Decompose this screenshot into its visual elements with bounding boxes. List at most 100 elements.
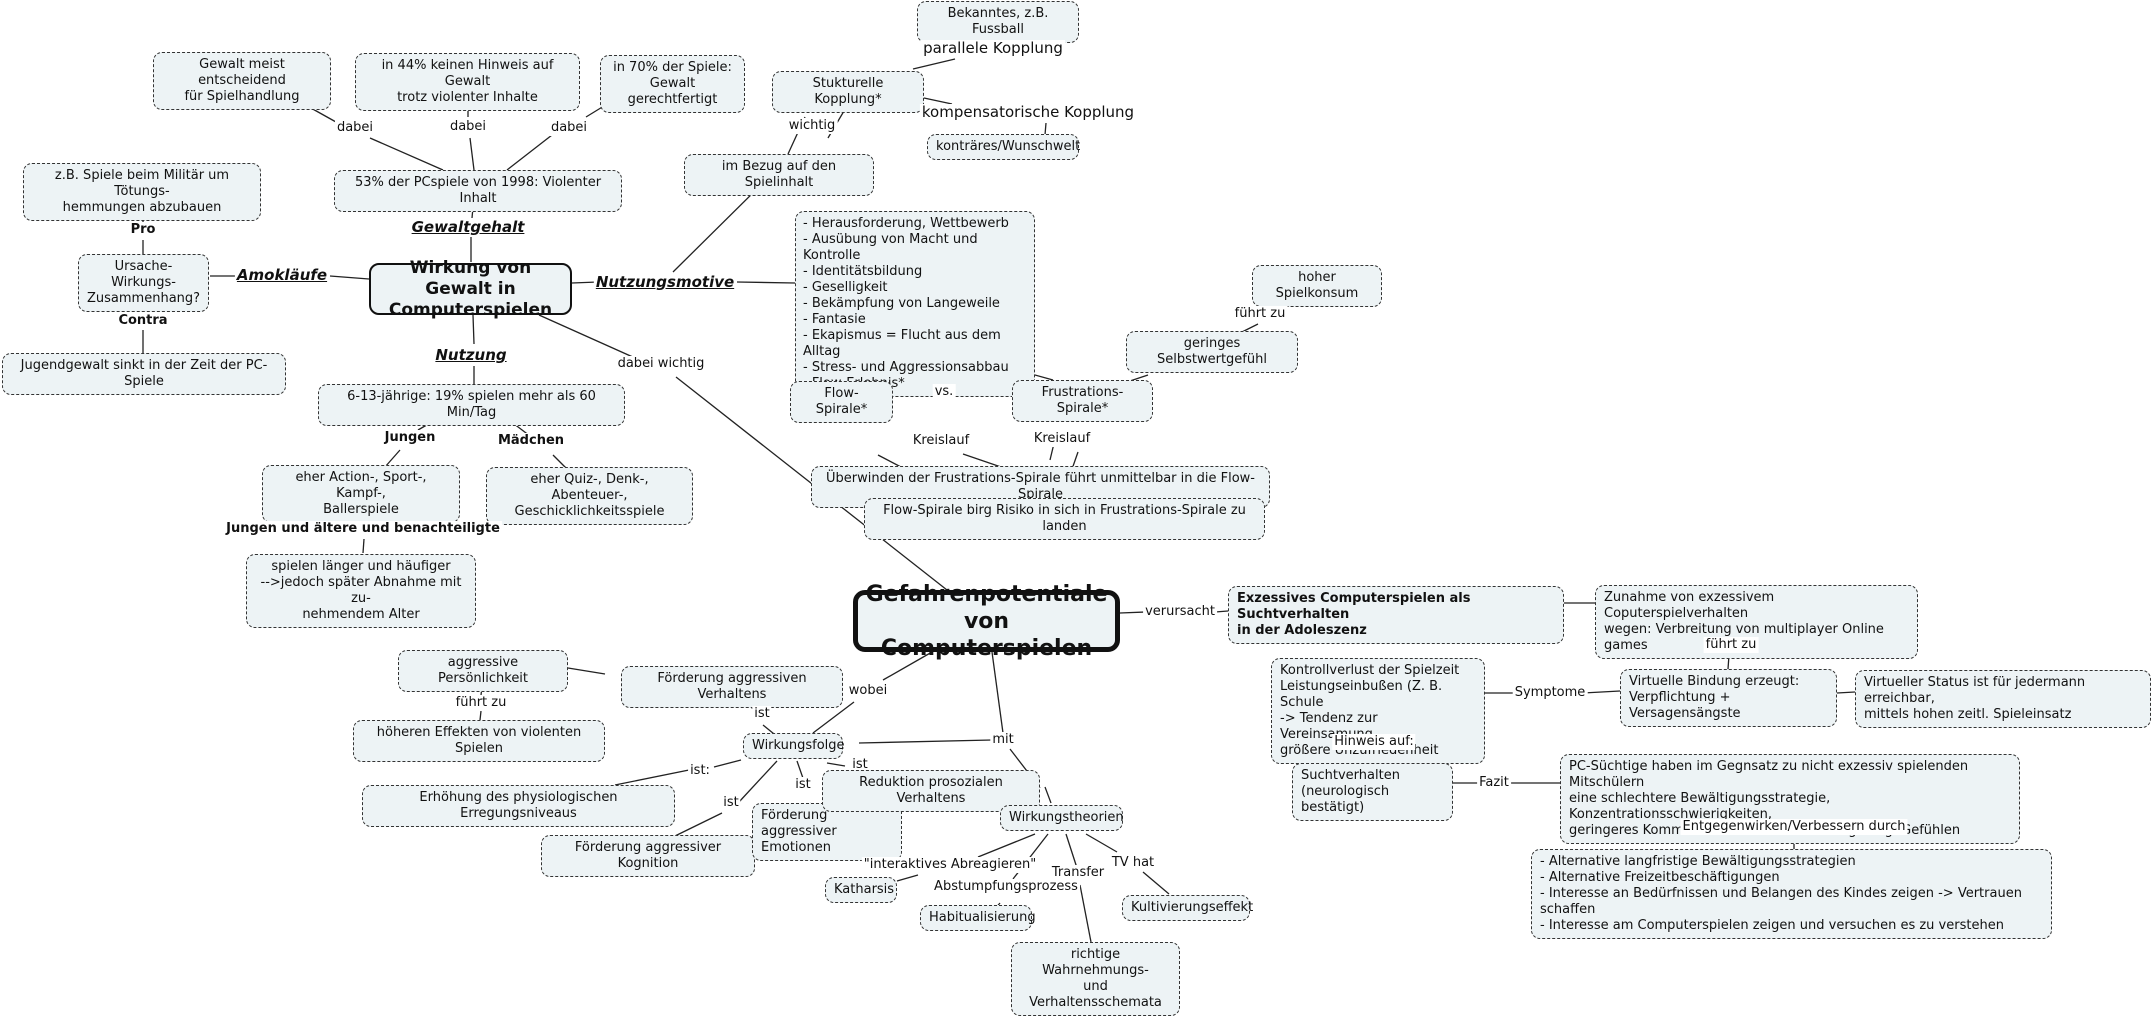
link-label-dabei: dabei [548, 120, 590, 136]
node-habitualisierung[interactable]: Habitualisierung [920, 905, 1036, 931]
node-kultivierungseffekt[interactable]: Kultivierungseffekt [1122, 895, 1253, 921]
connector [923, 97, 953, 105]
connector [713, 759, 742, 768]
node-ursache-wirkung[interactable]: Ursache-Wirkungs- Zusammenhang? [78, 254, 209, 312]
connector [858, 739, 993, 744]
node-flow-spirale[interactable]: Flow-Spirale* [790, 381, 893, 423]
node-kontraeres[interactable]: konträres/Wunschwelt [927, 134, 1080, 160]
link-label-ist: ist [850, 757, 870, 773]
node-gerechtfertigt-70[interactable]: in 70% der Spiele: Gewalt gerechtfertigt [600, 55, 745, 113]
connector [1582, 690, 1621, 694]
link-label-fuehrt-zu: führt zu [453, 695, 509, 711]
category-nutzung[interactable]: Nutzung [433, 346, 509, 364]
link-label-tv-hat: TV hat [1109, 855, 1157, 871]
connector [962, 453, 1002, 468]
connector [896, 874, 919, 882]
connector [469, 137, 475, 171]
node-gewalt-entscheidend[interactable]: Gewalt meist entscheidend für Spielhandl… [153, 52, 331, 110]
connector [369, 137, 444, 171]
link-label-jungen-aeltere: Jungen und ältere und benachteiligte [224, 521, 502, 537]
node-frustrations-spirale[interactable]: Frustrations-Spirale* [1012, 380, 1153, 422]
node-quiz-spiele[interactable]: eher Quiz-, Denk-, Abenteuer-, Geschickl… [486, 467, 693, 525]
link-label-vs: vs. [932, 384, 956, 400]
link-label-verursacht: verursacht [1143, 604, 1217, 620]
link-label-ist: ist [721, 795, 741, 811]
connector [362, 538, 365, 554]
node-erregungsniveau[interactable]: Erhöhung des physiologischen Erregungsni… [362, 785, 675, 827]
connector [1214, 610, 1229, 613]
connector [384, 449, 401, 468]
connector [506, 134, 553, 171]
node-flow-risiko[interactable]: Flow-Spirale birg Risiko in sich in Frus… [864, 498, 1265, 540]
link-label-jungen: Jungen [382, 430, 438, 446]
node-bekanntes[interactable]: Bekanntes, z.B. Fussball [917, 1, 1079, 43]
link-label-symptome: Symptome [1512, 685, 1588, 701]
link-label-dabei: dabei [334, 120, 376, 136]
node-suchtverhalten[interactable]: Suchtverhalten (neurologisch bestätigt) [1292, 763, 1453, 821]
link-label-contra: Contra [116, 313, 170, 329]
node-wahrnehmungsschemata[interactable]: richtige Wahrnehmungs- und Verhaltenssch… [1011, 942, 1180, 1016]
link-label-fuehrt-zu: führt zu [1232, 306, 1288, 322]
link-label-pro: Pro [128, 222, 158, 238]
connector [674, 812, 723, 837]
link-label-abstumpfungsprozess: Abstumpfungsprozess [932, 879, 1080, 895]
connector [614, 769, 690, 786]
node-jugendgewalt[interactable]: Jugendgewalt sinkt in der Zeit der PC-Sp… [2, 353, 286, 395]
link-label-kreislauf: Kreislauf [1031, 431, 1093, 447]
node-hoehere-effekte[interactable]: höheren Effekten von violenten Spielen [353, 720, 605, 762]
link-label-fazit: Fazit [1477, 775, 1511, 791]
link-label-mit: mit [990, 732, 1016, 748]
connector [1119, 611, 1146, 614]
node-foerderung-verhalten[interactable]: Förderung aggressiven Verhaltens [621, 666, 843, 708]
connector [738, 760, 778, 803]
connector [552, 454, 567, 469]
link-label-kompensatorische-kopplung: kompensatorische Kopplung [919, 103, 1137, 121]
link-label-parallele-kopplung: parallele Kopplung [921, 39, 1065, 57]
central-node-wirkung[interactable]: Wirkung von Gewalt in Computerspielen [369, 258, 572, 320]
link-label-kreislauf: Kreislauf [910, 433, 972, 449]
connector [329, 275, 370, 280]
node-katharsis[interactable]: Katharsis [825, 877, 897, 903]
node-pcspiele-53[interactable]: 53% der PCspiele von 1998: Violenter Inh… [334, 170, 622, 212]
connector [812, 701, 855, 734]
connector [912, 58, 956, 70]
node-action-spiele[interactable]: eher Action-, Sport-, Kampf-, Ballerspie… [262, 465, 460, 523]
node-militaer[interactable]: z.B. Spiele beim Militär um Tötungs- hem… [23, 163, 261, 221]
connector [826, 762, 846, 767]
connector [479, 710, 482, 721]
node-virtueller-status[interactable]: Virtueller Status ist für jedermann erre… [1855, 670, 2151, 728]
category-nutzungsmotive[interactable]: Nutzungsmotive [593, 273, 737, 291]
connector [672, 182, 764, 273]
node-aggressive-persoenlichkeit[interactable]: aggressive Persönlichkeit [398, 650, 568, 692]
link-label-maedchen: Mädchen [495, 433, 567, 449]
connector [977, 833, 1036, 858]
node-motive-list[interactable]: - Herausforderung, Wettbewerb - Ausübung… [795, 211, 1035, 397]
link-label-ist: ist: [688, 763, 712, 779]
link-label-dabei-wichtig: dabei wichtig [615, 356, 707, 372]
node-nutzung-6-13[interactable]: 6-13-jährige: 19% spielen mehr als 60 Mi… [318, 384, 625, 426]
central-node-gefahren[interactable]: Gefahrenpotentiale von Computerspielen [853, 582, 1120, 661]
category-amoklaeufe[interactable]: Amokläufe [234, 266, 330, 284]
connector [1241, 323, 1259, 333]
node-bezug-spielinhalt[interactable]: im Bezug auf den Spielinhalt [684, 154, 874, 196]
node-reduktion-prosozial[interactable]: Reduktion prosozialen Verhaltens [822, 770, 1040, 812]
connector [1044, 122, 1047, 136]
node-hoher-spielkonsum[interactable]: hoher Spielkonsum [1252, 265, 1382, 307]
category-gewaltgehalt[interactable]: Gewaltgehalt [409, 218, 527, 236]
node-wirkungsfolge[interactable]: Wirkungsfolge [743, 733, 845, 759]
link-label-hinweis-auf: Hinweis auf: [1332, 734, 1416, 750]
link-label-ist: ist [752, 706, 772, 722]
link-label-dabei: dabei [447, 119, 489, 135]
node-alternativen[interactable]: - Alternative langfristige Bewältigungss… [1531, 849, 2052, 939]
node-wirkungstheorien[interactable]: Wirkungstheorien [1000, 805, 1124, 831]
node-exzessiv[interactable]: Exzessives Computerspielen als Suchtverh… [1228, 586, 1564, 644]
link-label-fuehrt-zu: führt zu [1703, 637, 1759, 653]
node-laenger-haeufiger[interactable]: spielen länger und häufiger -->jedoch sp… [246, 554, 476, 628]
node-foerderung-emotionen[interactable]: Förderung aggressiver Emotionen [752, 803, 902, 861]
node-hinweis-44[interactable]: in 44% keinen Hinweis auf Gewalt trotz v… [355, 53, 580, 111]
node-foerderung-kognition[interactable]: Förderung aggressiver Kognition [541, 835, 755, 877]
node-selbstwertgefuehl[interactable]: geringes Selbstwertgefühl [1126, 331, 1298, 373]
node-strukturelle-kopplung[interactable]: Stukturelle Kopplung* [772, 71, 924, 113]
connector [1044, 786, 1052, 804]
node-virtuelle-bindung[interactable]: Virtuelle Bindung erzeugt: Verpflichtung… [1620, 669, 1837, 727]
